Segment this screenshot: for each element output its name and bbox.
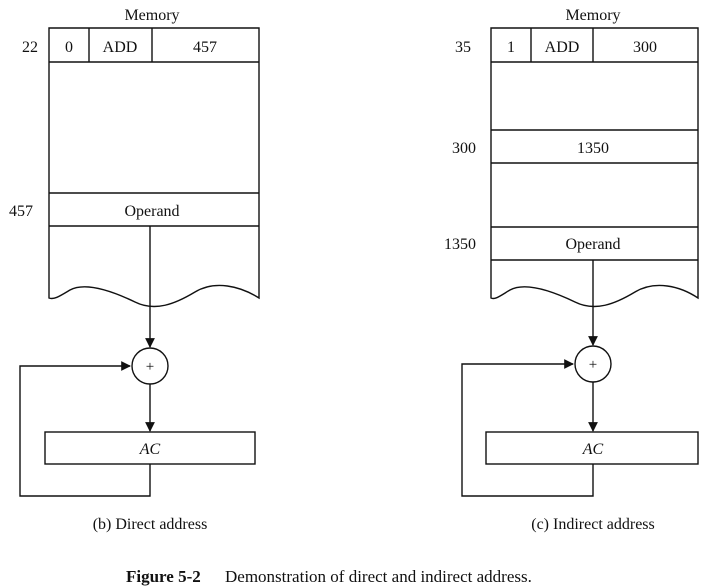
instruction-address-field: 300 <box>633 39 657 56</box>
pointer-value: 1350 <box>577 140 609 157</box>
adder-symbol: + <box>589 357 597 373</box>
indirect-address-panel: Memory 35 1 ADD 300 300 1350 1350 Operan… <box>444 7 699 533</box>
accumulator-label: AC <box>582 441 604 458</box>
accumulator-box <box>485 431 699 465</box>
memory-block <box>490 27 699 308</box>
figure-caption: Figure 5-2 Demonstration of direct and i… <box>126 567 532 586</box>
panel-caption: (c) Indirect address <box>531 516 655 533</box>
operand-address: 457 <box>9 203 33 220</box>
figure-label: Figure 5-2 <box>126 567 201 586</box>
operand-label: Operand <box>565 236 620 253</box>
memory-title: Memory <box>124 7 179 24</box>
instruction-opcode: ADD <box>545 39 580 56</box>
figure-caption-text: Demonstration of direct and indirect add… <box>225 567 532 586</box>
instruction-mode-bit: 0 <box>65 39 73 56</box>
operand-label: Operand <box>124 203 179 220</box>
operand-address: 1350 <box>444 236 476 253</box>
instruction-address-field: 457 <box>193 39 217 56</box>
instruction-address: 35 <box>455 39 471 56</box>
direct-address-panel: Memory 22 0 ADD 457 457 Operand + AC (b)… <box>9 7 260 533</box>
memory-title: Memory <box>565 7 620 24</box>
pointer-address: 300 <box>452 140 476 157</box>
panel-caption: (b) Direct address <box>93 516 208 533</box>
instruction-mode-bit: 1 <box>507 39 515 56</box>
accumulator-box <box>44 431 256 465</box>
accumulator-label: AC <box>139 441 161 458</box>
feedback-loop-arrow <box>461 359 594 497</box>
adder-symbol: + <box>146 359 154 375</box>
instruction-opcode: ADD <box>103 39 138 56</box>
feedback-loop-arrow <box>19 361 151 497</box>
instruction-address: 22 <box>22 39 38 56</box>
memory-block <box>48 27 260 308</box>
